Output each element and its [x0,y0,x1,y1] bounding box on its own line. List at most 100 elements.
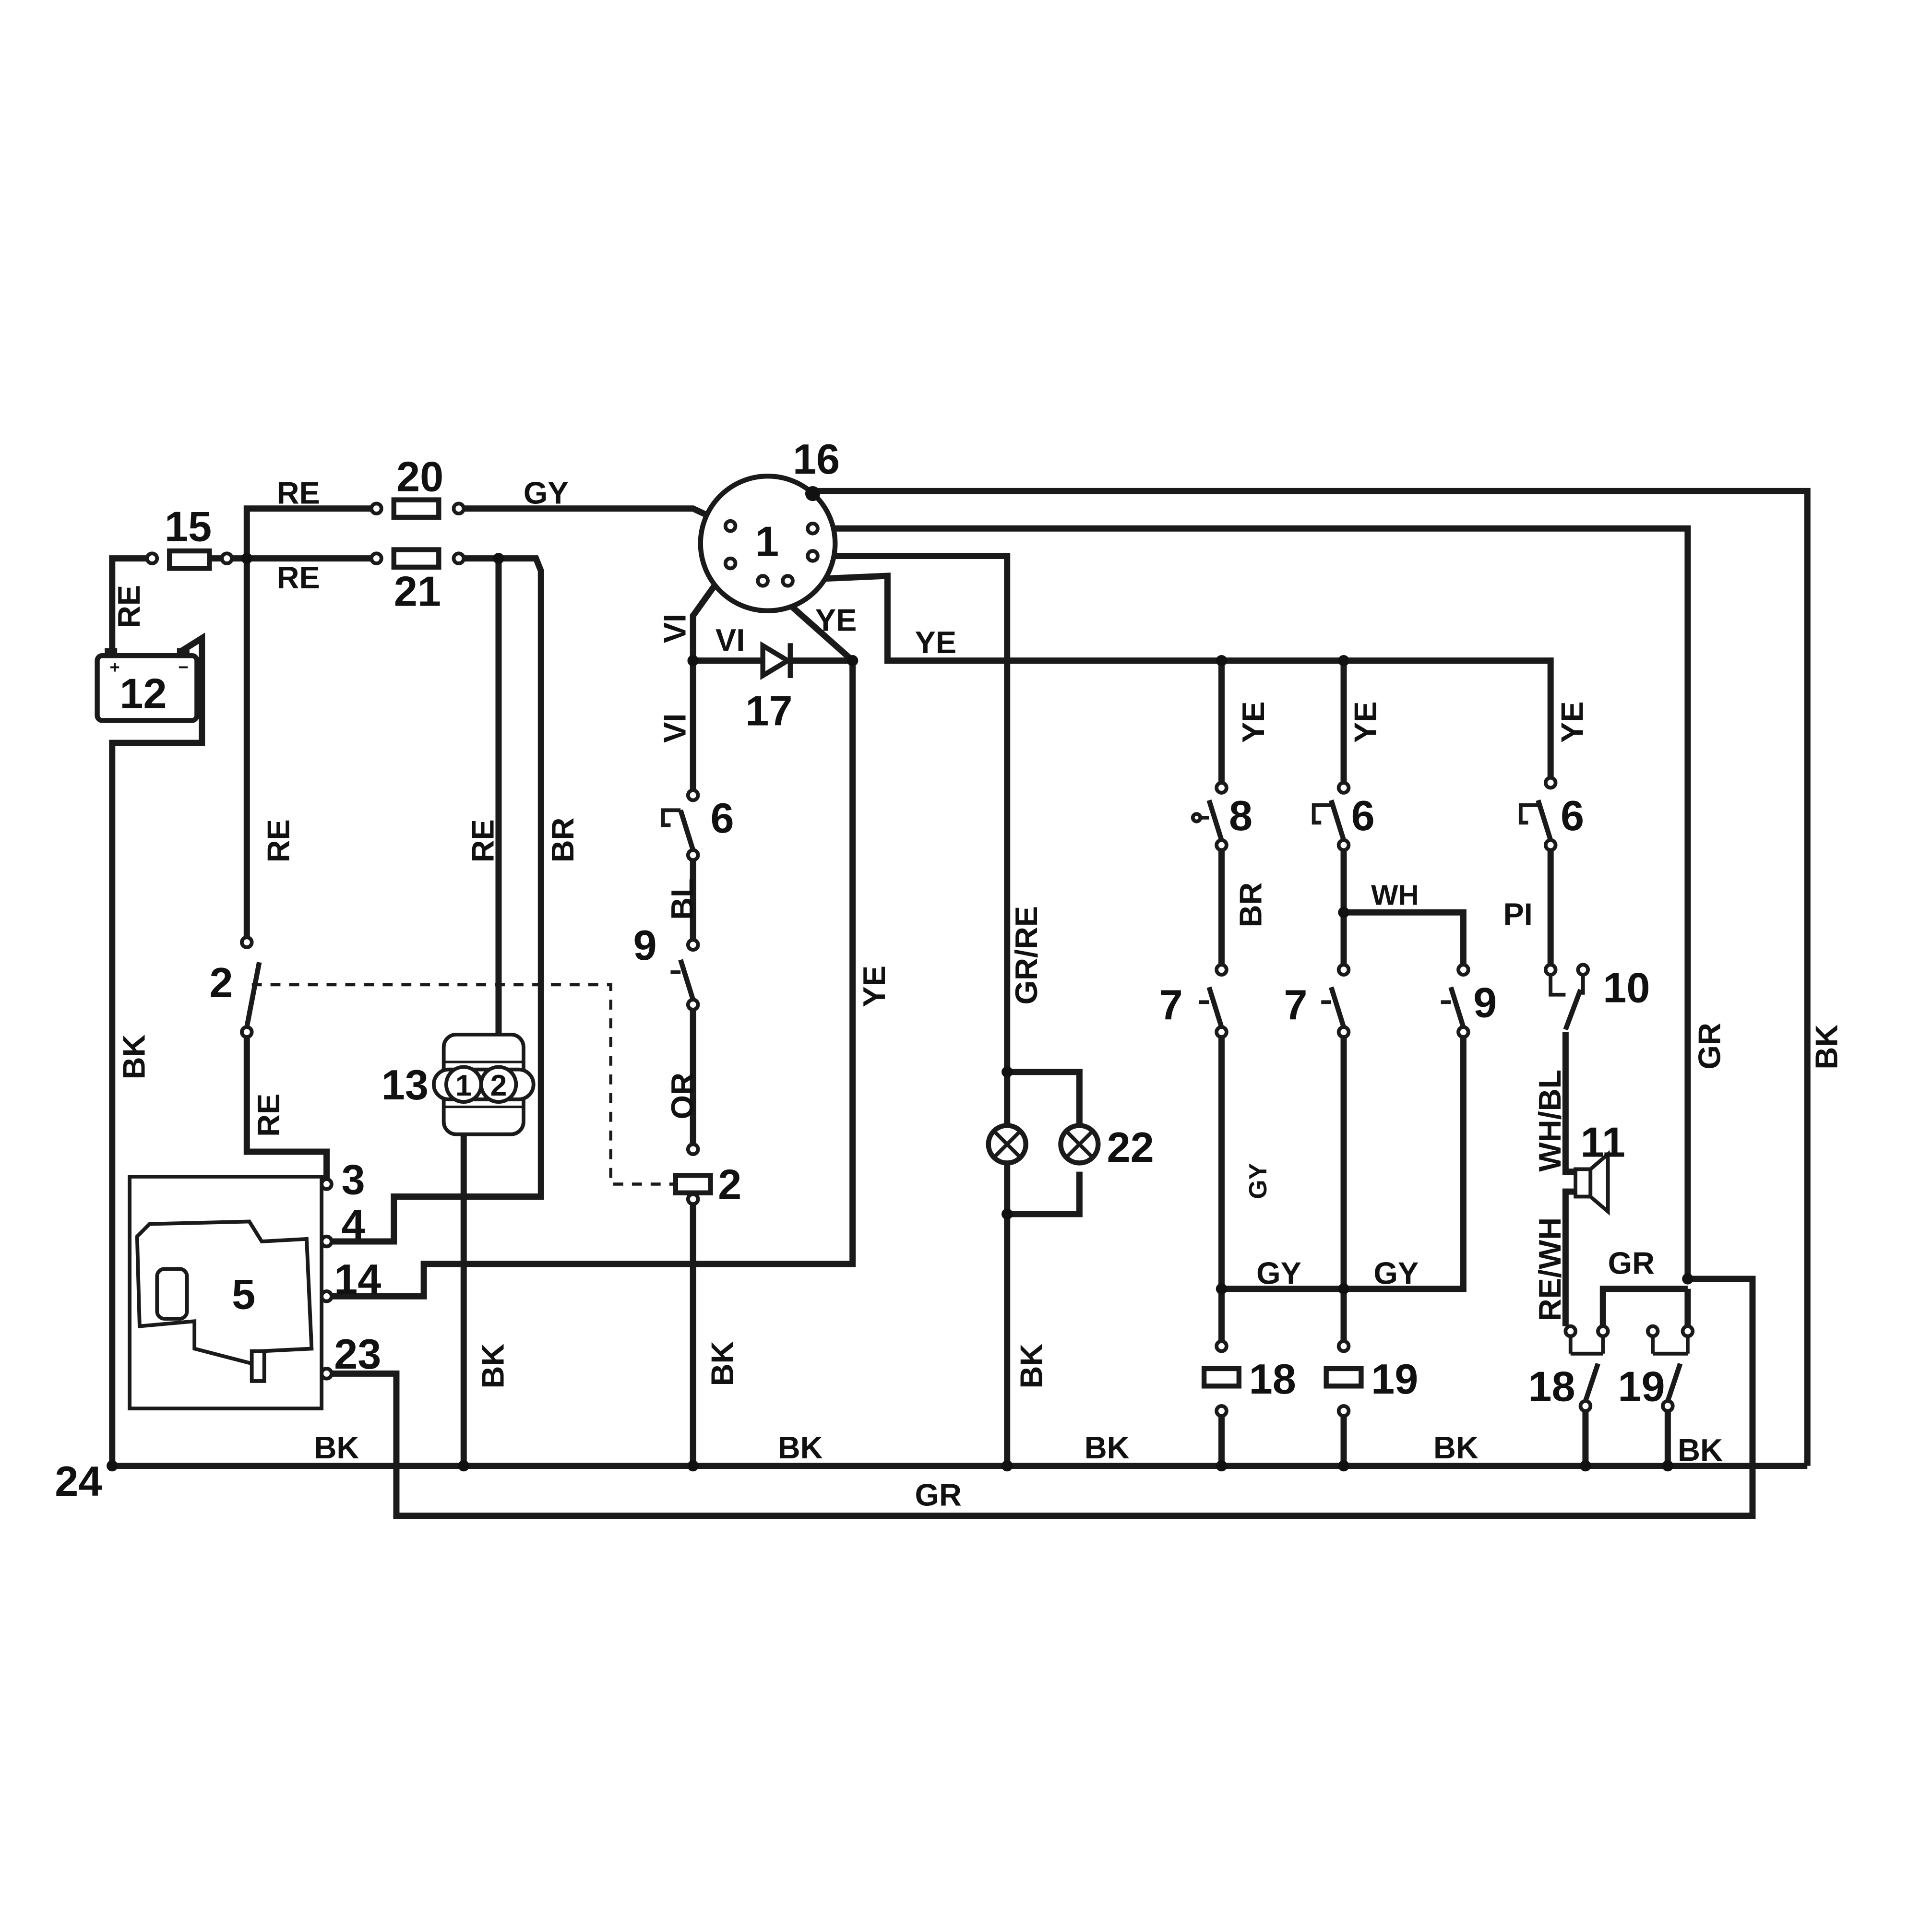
wire-label-vi-diode: VI [716,622,745,657]
switch-7-right [1321,963,1351,1039]
switch-9-left [670,938,700,1012]
wire-label-re-center: RE [465,819,501,862]
label-4: 4 [342,1201,365,1248]
label-6-right: 6 [1561,792,1584,839]
wire-label-pi: PI [1503,896,1532,931]
wire-label-bl: BL [665,878,700,920]
wire-label-gr-re: GR/RE [1009,906,1044,1005]
label-7-left: 7 [1159,981,1183,1029]
label-17: 17 [745,687,792,735]
switch-6-middle [1312,781,1351,852]
label-18-contacts: 18 [1528,1362,1575,1410]
wire-label-bk-ground-3: BK [1085,1430,1130,1465]
wire-label-ye-col2: YE [1348,701,1383,743]
wire-label-bk-ground-5: BK [1678,1432,1723,1467]
switch-6-right [1518,775,1558,852]
wire-label-re-wh: RE/WH [1532,1217,1567,1321]
lamp-left [986,1123,1028,1166]
fuse-20 [370,497,466,520]
wire-label-bk-ground-2: BK [778,1430,823,1465]
label-9-left: 9 [633,921,656,969]
wire-label-gy-vertical: GY [1244,1163,1272,1199]
label-11: 11 [1581,1118,1625,1166]
wire-label-bk-connector: BK [475,1344,510,1389]
wire-label-re-fuse21: RE [277,560,320,595]
label-24: 24 [55,1457,102,1505]
wire-label-vi-lower: VI [657,714,692,743]
wire-label-ye-top: YE [915,625,957,660]
switch-10 [1543,963,1590,1031]
label-19-coil: 19 [1371,1355,1418,1403]
wire-label-re-left: RE [261,819,296,862]
connector-13: 1 2 [432,1032,536,1136]
label-9-right: 9 [1473,978,1497,1026]
wire-label-re-top: RE [277,475,320,510]
label-21: 21 [394,567,441,615]
switch-7-left [1199,963,1228,1039]
label-20: 20 [396,453,443,500]
diode [760,641,793,680]
label-15: 15 [165,502,212,550]
horn [1574,1150,1610,1216]
wire-label-gr-bottom: GR [915,1478,962,1513]
label-1: 1 [755,517,779,565]
label-12: 12 [119,669,167,717]
junction-nodes [107,552,1693,1472]
label-7-right: 7 [1284,981,1307,1029]
svg-text:+: + [110,657,120,677]
label-22: 22 [1107,1123,1154,1171]
switch-2-top [240,935,262,1039]
wire-label-ye-vertical: YE [857,966,892,1007]
lamp-right [1058,1123,1101,1166]
label-13: 13 [382,1061,429,1109]
relay-coil-2 [673,1142,713,1206]
switch-9-right [1441,963,1470,1039]
wire-label-br-col1: BR [1233,883,1268,928]
wire-label-bk-left: BK [116,1034,151,1079]
wire-label-ye-col3: YE [1555,701,1590,743]
wire-label-bk-right: BK [1809,1025,1844,1070]
wire-label-bk-ground-1: BK [314,1430,359,1465]
wire-label-gy-top: GY [524,475,569,510]
wire-label-bk-lamps: BK [1014,1344,1049,1389]
wire-label-bk-relay2: BK [704,1341,739,1386]
label-18-coil: 18 [1249,1355,1296,1403]
wire-label-gr-relays: GR [1608,1246,1655,1281]
connector-pin-2: 2 [490,1069,507,1102]
switch-6-left [661,788,700,862]
label-3: 3 [342,1156,365,1203]
fuse-21 [370,547,466,570]
label-16: 16 [793,435,840,483]
relay-coil-19 [1324,1339,1364,1418]
wire-label-or: OR [665,1073,700,1119]
label-8: 8 [1229,792,1252,839]
relay-contacts-19 [1646,1324,1695,1413]
ignition-key-switch [698,474,838,613]
label-23: 23 [334,1330,381,1378]
label-14: 14 [334,1255,381,1303]
wire-label-br-left: BR [545,818,580,863]
label-6-middle: 6 [1351,792,1375,839]
switch-8 [1191,781,1228,852]
wire-label-gy-left: GY [1256,1255,1301,1290]
wire-label-gr-right: GR [1692,1023,1727,1069]
relay-contacts-18 [1563,1324,1610,1413]
wire-label-ye-col1: YE [1236,701,1271,743]
wire-label-wh: WH [1371,879,1419,911]
label-10: 10 [1603,964,1650,1011]
wire-label-re-battery: RE [111,585,146,628]
svg-text:−: − [178,657,188,677]
wire-label-re-lower: RE [251,1094,286,1137]
engine [128,1175,334,1410]
label-2-relay: 2 [718,1161,741,1208]
wire-label-ye-diode: YE [815,602,857,637]
fuse-15 [145,548,234,571]
wire-label-vi-upper: VI [657,614,692,643]
label-2-top: 2 [209,959,233,1006]
battery: + − [95,648,200,723]
label-6-left: 6 [711,794,734,842]
connector-pin-1: 1 [455,1069,472,1102]
label-5: 5 [232,1270,255,1318]
